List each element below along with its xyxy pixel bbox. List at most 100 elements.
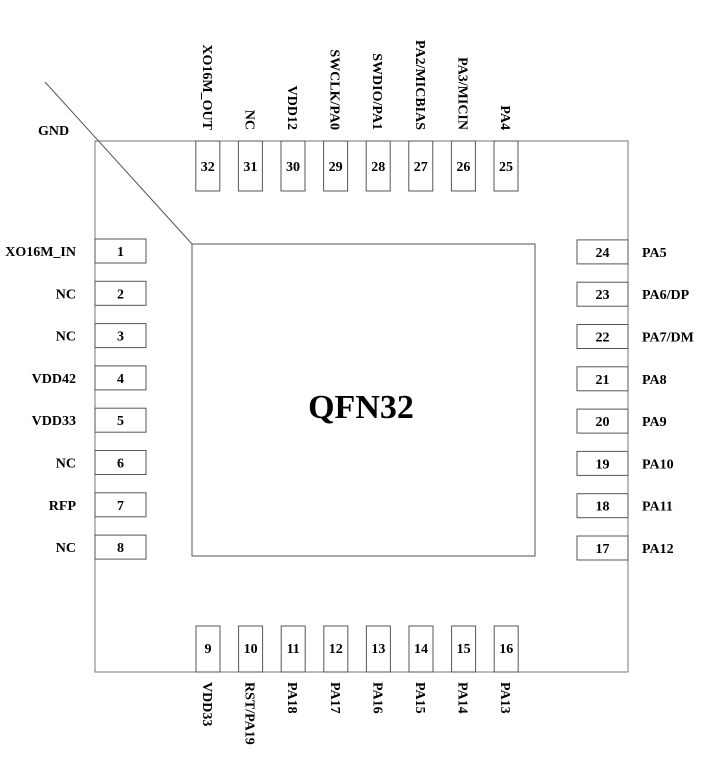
pin-box bbox=[94, 280, 147, 306]
pin-box bbox=[365, 140, 391, 192]
pin-box bbox=[576, 366, 629, 392]
gnd-leader-line bbox=[44, 81, 193, 245]
pin-label: PA6/DP bbox=[642, 288, 690, 303]
pin-number: 20 bbox=[596, 415, 610, 430]
package-title: QFN32 bbox=[308, 389, 414, 426]
pin-2: 2NC bbox=[56, 280, 147, 306]
pin-box bbox=[576, 324, 629, 349]
pin-1: 1 XO16M_IN bbox=[5, 238, 147, 264]
pin-number: 13 bbox=[371, 642, 385, 657]
pin-number: 17 bbox=[596, 542, 610, 557]
pin-number: 32 bbox=[201, 160, 215, 175]
pin-label: XO16M_IN bbox=[5, 245, 76, 260]
pin-26: 26 PA3/MICIN bbox=[450, 57, 476, 192]
pin-number: 28 bbox=[371, 160, 385, 175]
pin-label: PA2/MICBIAS bbox=[412, 40, 427, 130]
pin-3: 3 NC bbox=[56, 323, 147, 349]
pin-label: VDD42 bbox=[32, 372, 76, 387]
pin-number: 15 bbox=[457, 642, 471, 657]
pin-number: 11 bbox=[287, 642, 300, 657]
pin-20: 20 PA9 bbox=[576, 408, 667, 434]
pin-number: 8 bbox=[117, 541, 124, 556]
pin-label: PA4 bbox=[497, 105, 512, 130]
die-pad bbox=[191, 243, 536, 557]
pin-number: 14 bbox=[414, 642, 428, 657]
pin-21: 21 PA8 bbox=[576, 366, 667, 392]
pin-number: 26 bbox=[456, 160, 470, 175]
pin-label: XO16M_OUT bbox=[199, 44, 214, 130]
package-outline bbox=[94, 140, 629, 673]
pin-number: 21 bbox=[596, 373, 610, 388]
pin-box bbox=[493, 140, 519, 192]
pin-box bbox=[576, 408, 629, 434]
pin-box bbox=[94, 534, 147, 560]
pin-label: VDD33 bbox=[32, 414, 76, 429]
pin-label: PA11 bbox=[642, 500, 673, 515]
pin-box bbox=[576, 493, 629, 519]
pin-27: 27 PA2/MICBIAS bbox=[408, 40, 434, 192]
pin-label: PA14 bbox=[455, 682, 470, 714]
pin-label: SWDIO/PA1 bbox=[369, 53, 384, 130]
pin-number: 19 bbox=[596, 457, 610, 472]
pin-label: PA9 bbox=[642, 415, 667, 430]
pin-number: 5 bbox=[117, 414, 124, 429]
pin-label: PA15 bbox=[412, 682, 427, 714]
pin-label: VDD33 bbox=[199, 682, 214, 726]
pin-number: 25 bbox=[499, 160, 513, 175]
pin-box bbox=[450, 140, 476, 192]
pin-label: PA8 bbox=[642, 373, 667, 388]
pin-8: 8NC bbox=[56, 534, 147, 560]
pin-box bbox=[280, 625, 306, 673]
pin-box bbox=[576, 450, 629, 476]
pin-box bbox=[576, 535, 629, 561]
pin-box bbox=[451, 625, 477, 673]
pin-box bbox=[280, 140, 306, 192]
pin-23: 23 PA6/DP bbox=[576, 281, 690, 307]
pin-label: PA3/MICIN bbox=[454, 57, 469, 130]
pin-box bbox=[408, 140, 434, 192]
pin-25: 25 PA4 bbox=[493, 105, 519, 192]
pin-label: NC bbox=[56, 330, 76, 345]
pin-number: 10 bbox=[244, 642, 258, 657]
pin-box bbox=[365, 625, 391, 673]
pin-number: 27 bbox=[414, 160, 428, 175]
pin-box bbox=[94, 323, 147, 349]
pin-box bbox=[576, 281, 629, 307]
pin-label: PA13 bbox=[497, 682, 512, 714]
pin-number: 24 bbox=[596, 246, 610, 261]
pin-box bbox=[94, 492, 147, 518]
pin-number: 16 bbox=[499, 642, 513, 657]
pin-label: RFP bbox=[49, 499, 77, 514]
pin-box bbox=[323, 140, 349, 192]
pin-number: 23 bbox=[596, 288, 610, 303]
pin-number: 30 bbox=[286, 160, 300, 175]
pin-label: VDD12 bbox=[284, 86, 299, 130]
pin-number: 29 bbox=[329, 160, 343, 175]
pin-number: 1 bbox=[117, 245, 124, 260]
pin-label: NC bbox=[56, 457, 76, 472]
pin-label: PA7/DM bbox=[642, 331, 694, 346]
pin-box bbox=[408, 625, 434, 673]
pin-30: 30 VDD12 bbox=[280, 86, 306, 192]
pin-28: 28 SWDIO/PA1 bbox=[365, 53, 391, 192]
pin-number: 6 bbox=[117, 457, 124, 472]
pin-box bbox=[94, 450, 147, 475]
pin-box bbox=[493, 625, 519, 673]
pin-box bbox=[94, 238, 147, 264]
pin-box bbox=[576, 239, 629, 265]
pin-number: 3 bbox=[117, 330, 124, 345]
